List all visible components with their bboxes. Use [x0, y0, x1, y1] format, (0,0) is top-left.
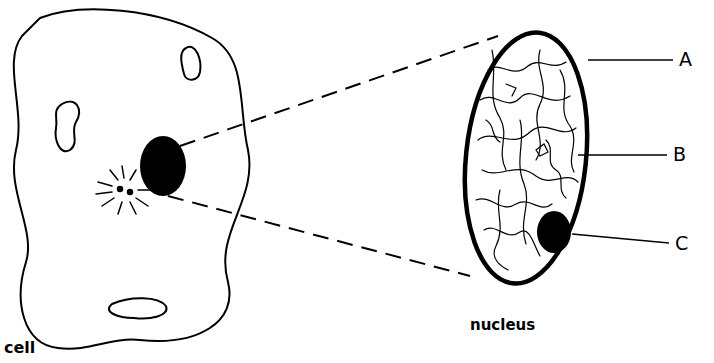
- zoom-lines: [168, 36, 498, 276]
- cell-membrane: [14, 9, 250, 348]
- vacuole: [181, 47, 200, 80]
- vacuole: [56, 102, 80, 152]
- vacuole: [109, 298, 167, 318]
- nucleolus: [537, 211, 571, 253]
- chromatin: [476, 50, 578, 270]
- part-name: cell: [4, 340, 35, 356]
- callout-letter: A: [679, 50, 692, 69]
- nuclear-membrane: [453, 26, 599, 289]
- cell-nucleus: [140, 136, 186, 196]
- leader-lines: [572, 60, 673, 243]
- centrosome: [96, 166, 150, 214]
- callout-letter: C: [675, 234, 688, 253]
- part-name: nucleus: [470, 318, 535, 333]
- callout-letter: B: [673, 145, 686, 164]
